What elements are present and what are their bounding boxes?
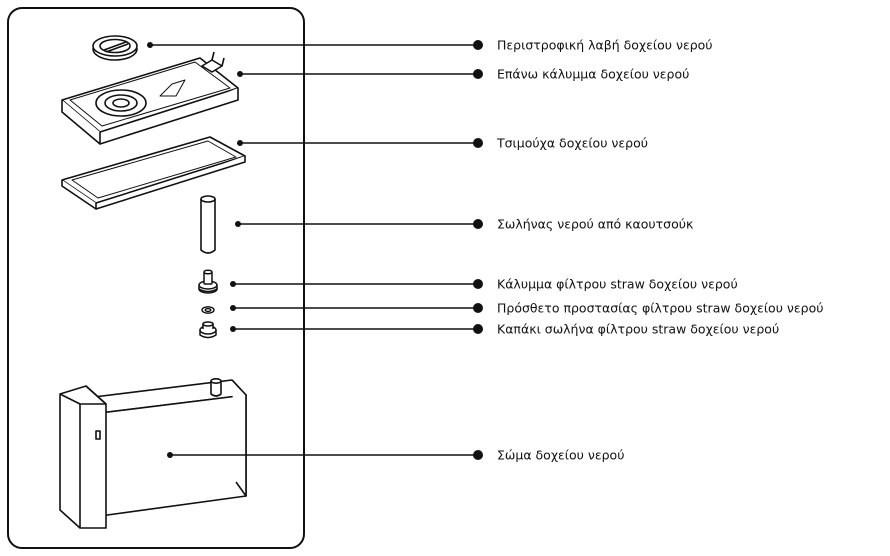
callout-label-tank-body: Σώμα δοχείου νερού (497, 448, 624, 463)
callout-start-dot (237, 71, 243, 77)
callout-end-dot (473, 40, 483, 50)
callout-label-tank-seal: Τσιμούχα δοχείου νερού (496, 136, 648, 151)
callout-straw-protector: Πρόσθετο προστασίας φίλτρου straw δοχείο… (230, 301, 823, 316)
callout-end-dot (473, 69, 483, 79)
callout-tank-body: Σώμα δοχείου νερού (167, 448, 624, 463)
callout-end-dot (473, 279, 483, 289)
parts-frame (7, 7, 305, 549)
callout-end-dot (473, 450, 483, 460)
top-cover-illustration (61, 51, 239, 145)
callout-label-straw-cap: Καπάκι σωλήνα φίλτρου straw δοχείου νερο… (497, 322, 779, 337)
tank-body-illustration (59, 377, 247, 529)
straw-cap-illustration (199, 321, 217, 339)
callout-rotary-handle: Περιστροφική λαβή δοχείου νερού (147, 38, 713, 53)
callout-start-dot (147, 42, 153, 48)
callout-rubber-hose: Σωλήνας νερού από καουτσούκ (235, 217, 694, 232)
callout-tank-seal: Τσιμούχα δοχείου νερού (237, 136, 648, 151)
callout-start-dot (230, 326, 236, 332)
callout-straw-cover: Κάλυμμα φίλτρου straw δοχείου νερού (230, 277, 738, 292)
callout-label-straw-cover: Κάλυμμα φίλτρου straw δοχείου νερού (497, 277, 738, 292)
callout-start-dot (235, 221, 241, 227)
callout-start-dot (230, 305, 236, 311)
callout-end-dot (473, 324, 483, 334)
straw-protector-illustration (201, 306, 215, 314)
callout-start-dot (167, 452, 173, 458)
tank-seal-illustration (61, 136, 246, 210)
callout-start-dot (237, 140, 243, 146)
callout-start-dot (230, 281, 236, 287)
callout-top-cover: Επάνω κάλυμμα δοχείου νερού (237, 67, 689, 82)
callout-straw-cap: Καπάκι σωλήνα φίλτρου straw δοχείου νερο… (230, 322, 779, 337)
callout-label-straw-protector: Πρόσθετο προστασίας φίλτρου straw δοχείο… (497, 301, 823, 316)
straw-cover-illustration (198, 269, 218, 294)
callout-label-rotary-handle: Περιστροφική λαβή δοχείου νερού (497, 38, 713, 53)
rubber-hose-illustration (200, 195, 216, 254)
callout-end-dot (473, 138, 483, 148)
callout-end-dot (473, 219, 483, 229)
rotary-handle-illustration (92, 35, 138, 61)
callout-end-dot (473, 303, 483, 313)
callout-label-rubber-hose: Σωλήνας νερού από καουτσούκ (497, 217, 694, 232)
callout-label-top-cover: Επάνω κάλυμμα δοχείου νερού (497, 67, 689, 82)
